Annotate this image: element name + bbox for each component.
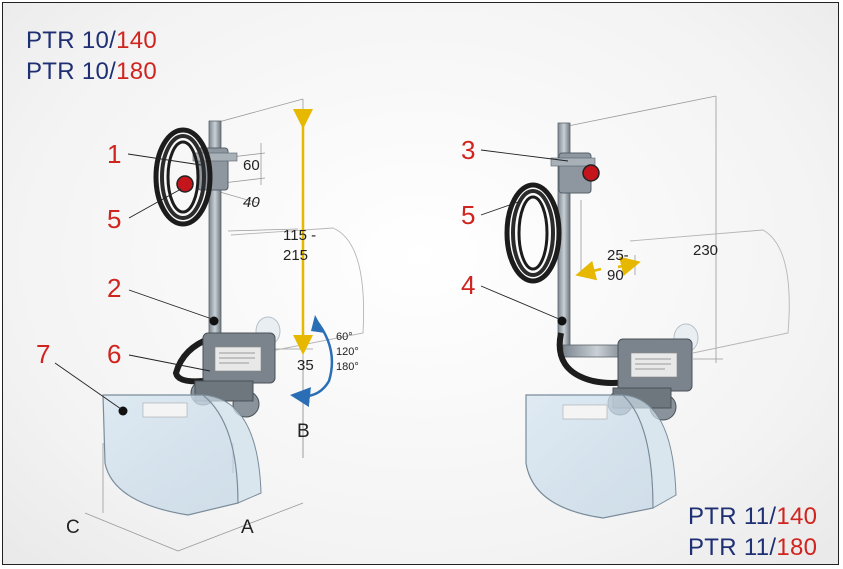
dimension-label: 230 bbox=[693, 242, 719, 259]
dimension-label: 35 bbox=[297, 357, 314, 374]
angle-label: 180° bbox=[336, 361, 359, 373]
callout-number: 2 bbox=[107, 273, 122, 303]
dimension-label: 215 bbox=[283, 247, 309, 264]
product-drawing bbox=[54, 95, 790, 552]
callout-number: 3 bbox=[461, 135, 476, 165]
dimension-label: B bbox=[297, 421, 310, 442]
callout-number: 6 bbox=[107, 339, 122, 369]
model-list-right: PTR 11/140 PTR 11/180 bbox=[688, 501, 817, 563]
angle-label: 60° bbox=[336, 331, 353, 343]
model-name: PTR 10/140 bbox=[26, 27, 158, 54]
callout-number: 1 bbox=[107, 139, 122, 169]
dimension-label: 25- bbox=[607, 247, 629, 264]
dimension-label: C bbox=[66, 517, 80, 538]
callout-number: 5 bbox=[107, 204, 122, 234]
right-unit bbox=[480, 95, 790, 519]
dimension-label: 90 bbox=[607, 267, 624, 284]
dimension-label: A bbox=[241, 517, 254, 538]
left-unit bbox=[54, 98, 365, 552]
model-name: PTR 11/180 bbox=[688, 534, 818, 561]
dimension-label: 60 bbox=[243, 157, 260, 174]
model-list-left: PTR 10/140 PTR 10/180 bbox=[26, 25, 157, 87]
model-name: PTR 10/180 bbox=[26, 58, 158, 85]
angle-label: 120° bbox=[336, 346, 359, 358]
dimension-label: 40 bbox=[243, 194, 260, 211]
callout-number: 5 bbox=[461, 200, 476, 230]
model-name: PTR 11/140 bbox=[688, 503, 818, 530]
callout-number: 4 bbox=[461, 270, 476, 300]
callout-number: 7 bbox=[36, 339, 51, 369]
dimension-label: 115 - bbox=[283, 227, 317, 244]
